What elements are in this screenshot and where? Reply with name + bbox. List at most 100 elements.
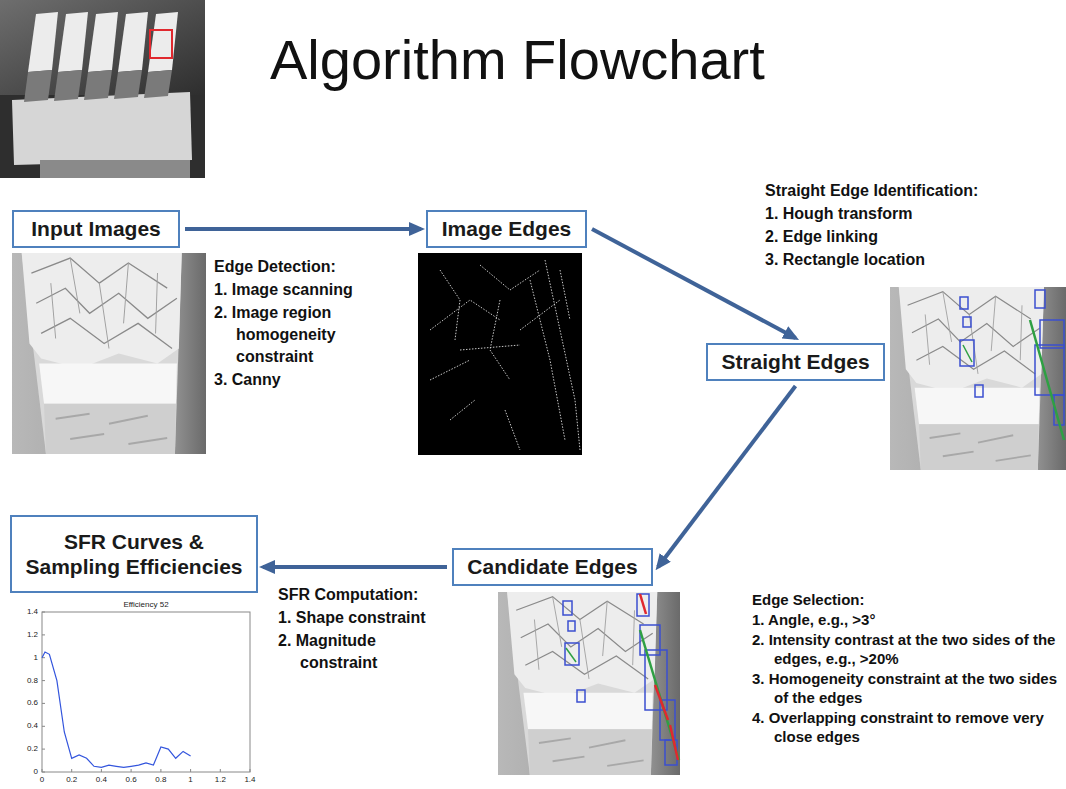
sfr-curve	[42, 652, 191, 767]
edge-map	[418, 253, 582, 455]
axis-tick-label: 0.4	[86, 775, 116, 785]
specimen-top	[118, 12, 148, 72]
step-item: 3. Rectangle location	[765, 249, 1061, 271]
edge-trace	[530, 280, 565, 440]
selected-edge	[670, 725, 678, 760]
fitted-edge	[640, 630, 679, 760]
fitted-edge	[566, 648, 576, 662]
axis-tick-label: 0.8	[2, 676, 38, 686]
axis-tick-label: 1.4	[2, 607, 38, 617]
edge-rectangle	[1035, 290, 1045, 308]
step-heading: SFR Computation:	[278, 584, 448, 606]
edge-trace	[545, 260, 580, 450]
specimen-top	[58, 12, 88, 72]
box-label: Image Edges	[442, 216, 572, 241]
specimen-top	[148, 12, 178, 72]
axis-tick-label: 0	[27, 775, 57, 785]
step-list: Edge Selection:1. Angle, e.g., >3°2. Int…	[752, 590, 1060, 746]
process-box: Candidate Edges	[452, 548, 653, 586]
edge-rectangle	[637, 594, 649, 616]
flow-arrow	[592, 229, 796, 338]
fitted-edge	[963, 345, 972, 362]
step-item: 3. Homogeneity constraint at the two sid…	[752, 669, 1060, 707]
specimen-stem	[144, 70, 172, 98]
edge-rectangle	[960, 340, 974, 366]
axis-tick-label: 0.2	[2, 744, 38, 754]
fitted-edge	[1030, 320, 1064, 440]
straight-edges-image	[890, 287, 1066, 470]
edge-rectangle	[577, 690, 585, 702]
chart-title: Efficiency 52	[42, 600, 250, 610]
axis-tick-label: 1.2	[2, 630, 38, 640]
specimen-stem	[54, 70, 82, 101]
axis-tick-label: 1	[2, 653, 38, 663]
box-label: SFR Curves & Sampling Efficiencies	[22, 529, 246, 579]
edge-trace	[560, 270, 570, 320]
selected-edge	[655, 685, 668, 720]
edge-trace	[450, 400, 475, 420]
box-label: Candidate Edges	[467, 554, 637, 579]
step-item: 1. Shape constraint	[278, 607, 448, 629]
edge-trace	[430, 360, 470, 380]
step-heading: Straight Edge Identification:	[765, 180, 1061, 202]
specimen-top	[88, 12, 118, 72]
step-heading: Edge Detection:	[214, 256, 412, 278]
chart-ticks	[42, 612, 250, 772]
flow-arrow	[658, 386, 796, 567]
step-item: 2. Intensity contrast at the two sides o…	[752, 630, 1060, 668]
box-label: Straight Edges	[721, 349, 869, 374]
step-item: 2. Edge linking	[765, 226, 1061, 248]
candidate-edges-image	[498, 592, 680, 775]
specimen-photo	[0, 0, 205, 178]
axis-tick-label: 1	[176, 775, 206, 785]
edge-rectangle	[975, 385, 983, 397]
axis-tick-label: 0	[2, 767, 38, 777]
edge-trace	[490, 300, 510, 380]
axis-tick-label: 0.2	[57, 775, 87, 785]
edge-rectangle	[963, 317, 971, 327]
edge-rectangle	[1040, 320, 1064, 348]
process-box: Input Images	[12, 210, 180, 248]
edge-trace	[520, 300, 560, 330]
edge-rectangle	[565, 643, 579, 665]
selected-edge	[640, 594, 646, 614]
specimen-stem	[84, 70, 112, 100]
axis-tick-label: 0.4	[2, 721, 38, 731]
step-item: 1. Image scanning	[214, 279, 412, 301]
region-marker	[150, 30, 172, 58]
y-ticks	[42, 612, 45, 772]
step-item: 3. Canny	[214, 369, 412, 391]
axis-tick-label: 1.2	[205, 775, 235, 785]
specimen-top	[28, 12, 58, 72]
axis-tick-label: 0.6	[116, 775, 146, 785]
edge-rectangles	[960, 290, 1064, 425]
step-item: 2. Magnitude constraint	[278, 630, 448, 674]
edge-rectangle	[960, 297, 968, 309]
step-item: 4. Overlapping constraint to remove very…	[752, 708, 1060, 746]
edge-trace	[480, 265, 540, 290]
step-item: 1. Angle, e.g., >3°	[752, 610, 1060, 629]
step-list: Edge Detection:1. Image scanning2. Image…	[214, 256, 412, 391]
chart-frame	[42, 612, 250, 772]
selected-edges	[640, 594, 678, 760]
brick-support	[40, 160, 190, 178]
edge-trace	[460, 345, 520, 350]
axis-tick-label: 0.6	[2, 698, 38, 708]
x-ticks	[42, 769, 250, 772]
edge-rectangle	[563, 601, 572, 615]
process-box: Straight Edges	[706, 343, 885, 381]
flow-arrow	[263, 565, 447, 569]
step-list: Straight Edge Identification:1. Hough tr…	[765, 180, 1061, 271]
step-heading: Edge Selection:	[752, 590, 1060, 609]
edge-rectangles	[563, 594, 677, 765]
step-item: 2. Image region homogeneity constraint	[214, 302, 412, 368]
axis-tick-label: 0.8	[146, 775, 176, 785]
step-list: SFR Computation:1. Shape constraint2. Ma…	[278, 584, 448, 674]
specimen-stem	[114, 70, 142, 99]
process-box: SFR Curves & Sampling Efficiencies	[10, 515, 258, 593]
flow-arrow	[185, 227, 421, 231]
edge-rectangle	[568, 621, 575, 631]
specimen-stem	[24, 70, 52, 102]
edge-trace	[505, 410, 520, 450]
